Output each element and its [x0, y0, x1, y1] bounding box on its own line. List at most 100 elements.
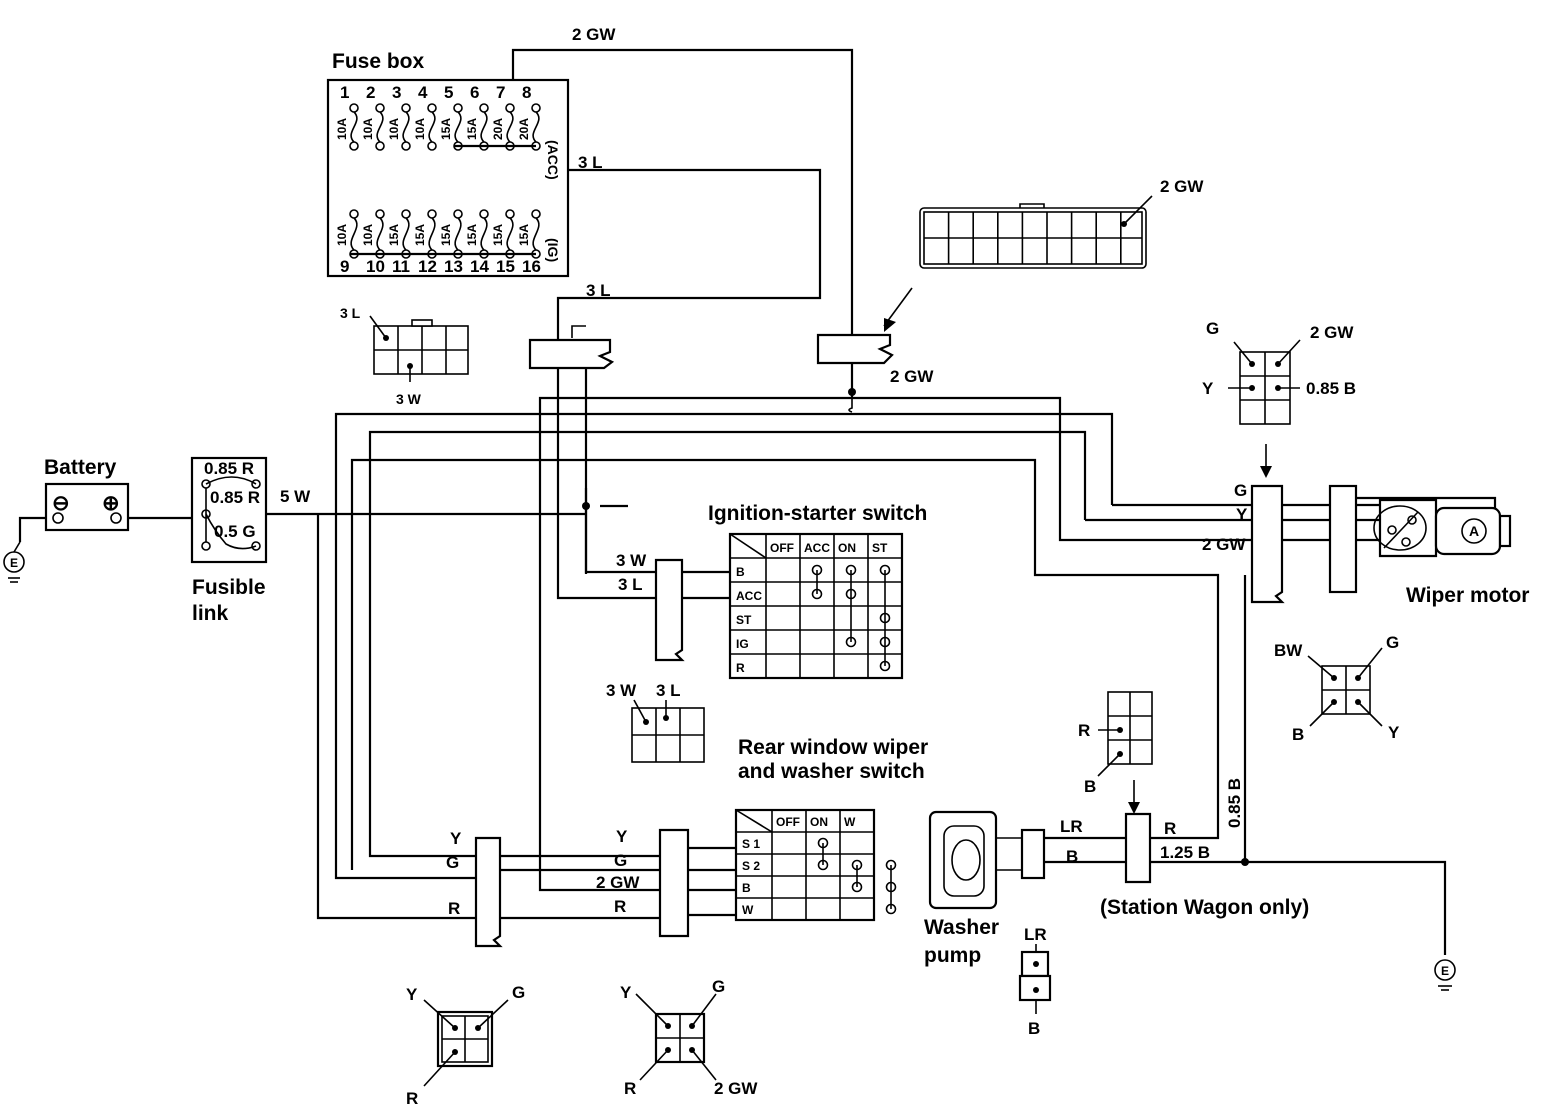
fuse-number: 1	[340, 83, 349, 102]
pc-b: B	[1084, 777, 1096, 796]
pump-125b: 1.25 B	[1160, 843, 1210, 862]
wiper-motor: G 2 GW Y 0.85 B G Y 2 GW A Wiper motor	[1202, 319, 1529, 607]
rear-connector-a: Y G R	[406, 983, 525, 1104]
fuse-rating: 10A	[361, 118, 375, 140]
fuse-number: 9	[340, 257, 349, 276]
fuse-number: 10	[366, 257, 385, 276]
battery-plus-icon: ⊕	[102, 492, 120, 515]
table-row-header: W	[742, 903, 754, 917]
pump-b: B	[1066, 847, 1078, 866]
battery: Battery ⊖ ⊕ E	[3, 456, 130, 583]
fuse-rating: 10A	[387, 118, 401, 140]
pump-connector: R B	[1078, 691, 1153, 814]
rear-left-y: Y	[450, 829, 462, 848]
ign-conn-w: 3 W	[606, 681, 637, 700]
splice-3l: 3 L	[528, 281, 615, 370]
pump-small-connector: LR B	[1018, 925, 1052, 1038]
rear-right-r: R	[614, 897, 626, 916]
c-top-2gw-label: 2 GW	[1160, 177, 1204, 196]
connector-3l-3w: 3 L 3 W	[340, 305, 469, 407]
table-col-header: W	[844, 815, 856, 829]
pc-r: R	[1078, 721, 1090, 740]
table-row-header: IG	[736, 637, 749, 651]
rear-switch-title-1: Rear window wiper	[738, 736, 928, 759]
connector-top-2gw: 2 GW	[883, 177, 1204, 332]
rear-right-y: Y	[616, 827, 628, 846]
table-row-header: S 2	[742, 859, 760, 873]
rear-left-r: R	[448, 899, 460, 918]
motor-y-label: Y	[1236, 505, 1248, 524]
table-col-header: OFF	[776, 815, 800, 829]
fuse-number: 15	[496, 257, 515, 276]
wc-2gw: 2 GW	[1310, 323, 1354, 342]
fuse-number: 13	[444, 257, 463, 276]
earth-right-icon	[1434, 959, 1456, 981]
table-row-header: R	[736, 661, 745, 675]
fuse-group-ig: (IG)	[545, 238, 561, 262]
table-row-header: B	[736, 565, 745, 579]
fuse-number: 5	[444, 83, 453, 102]
fuse-rating: 15A	[387, 224, 401, 246]
fuse-box-title: Fuse box	[332, 50, 425, 73]
fuse-rating: 10A	[413, 118, 427, 140]
washer-title-2: pump	[924, 944, 981, 967]
fuse-number: 2	[366, 83, 375, 102]
ground-085b: 0.85 B	[1225, 778, 1244, 828]
fuse-rating: 20A	[517, 118, 531, 140]
fuse-number: 6	[470, 83, 479, 102]
rear-a-g: G	[512, 983, 525, 1002]
fuse-rating: 10A	[361, 224, 375, 246]
ign-connector: 3 W 3 L	[606, 681, 705, 763]
fusible-title-2: link	[192, 602, 228, 625]
rear-left-g: G	[446, 853, 459, 872]
rear-a-y: Y	[406, 985, 418, 1004]
rear-b-y: Y	[620, 983, 632, 1002]
fuse-number: 11	[392, 257, 410, 276]
table-row-header: S 1	[742, 837, 760, 851]
fuse-rating: 15A	[517, 224, 531, 246]
splice-dot	[582, 502, 590, 510]
table-col-header: ON	[838, 541, 856, 555]
c3l-label: 3 L	[340, 305, 361, 321]
wc-g: G	[1206, 319, 1219, 338]
motor-mark: A	[1469, 523, 1479, 539]
ms-bw: BW	[1274, 641, 1303, 660]
fuse-number: 4	[418, 83, 428, 102]
fuse-group-acc: (ACC)	[545, 140, 561, 180]
rear-b-g: G	[712, 977, 725, 996]
fuse-number: 8	[522, 83, 531, 102]
fuse-rating: 10A	[335, 224, 349, 246]
table-col-header: ACC	[804, 541, 830, 555]
table-col-header: OFF	[770, 541, 794, 555]
ignition-title: Ignition-starter switch	[708, 502, 927, 525]
junction-3l-label: 3 L	[586, 281, 611, 300]
fl-label-1: 0.85 R	[204, 459, 254, 478]
rear-b-2gw: 2 GW	[714, 1079, 758, 1098]
fl-label-3: 0.5 G	[214, 522, 256, 541]
ms-g: G	[1386, 633, 1399, 652]
link-5w-label: 5 W	[280, 487, 311, 506]
fuse-rating: 15A	[439, 224, 453, 246]
fl-label-2: 0.85 R	[210, 488, 260, 507]
wire-label-3l: 3 L	[578, 153, 603, 172]
table-row-header: ST	[736, 613, 752, 627]
fuse-rating: 15A	[465, 224, 479, 246]
table-col-header: ST	[872, 541, 888, 555]
table-row-header: B	[742, 881, 751, 895]
ign-3w-label: 3 W	[616, 551, 647, 570]
earth-right: E	[1241, 858, 1456, 991]
table-row-header: ACC	[736, 589, 762, 603]
psc-b: B	[1028, 1019, 1040, 1038]
fusible-link: 0.85 R 0.85 R 0.5 G Fusible link 5 W	[190, 456, 311, 625]
station-wagon-note: (Station Wagon only)	[1100, 896, 1309, 919]
rear-a-r: R	[406, 1089, 418, 1104]
ign-conn-l: 3 L	[656, 681, 681, 700]
washer-title-1: Washer	[924, 916, 999, 939]
ms-b: B	[1292, 725, 1304, 744]
fusible-title-1: Fusible	[192, 576, 266, 599]
pump-lr: LR	[1060, 817, 1083, 836]
fuse-rating: 15A	[413, 224, 427, 246]
